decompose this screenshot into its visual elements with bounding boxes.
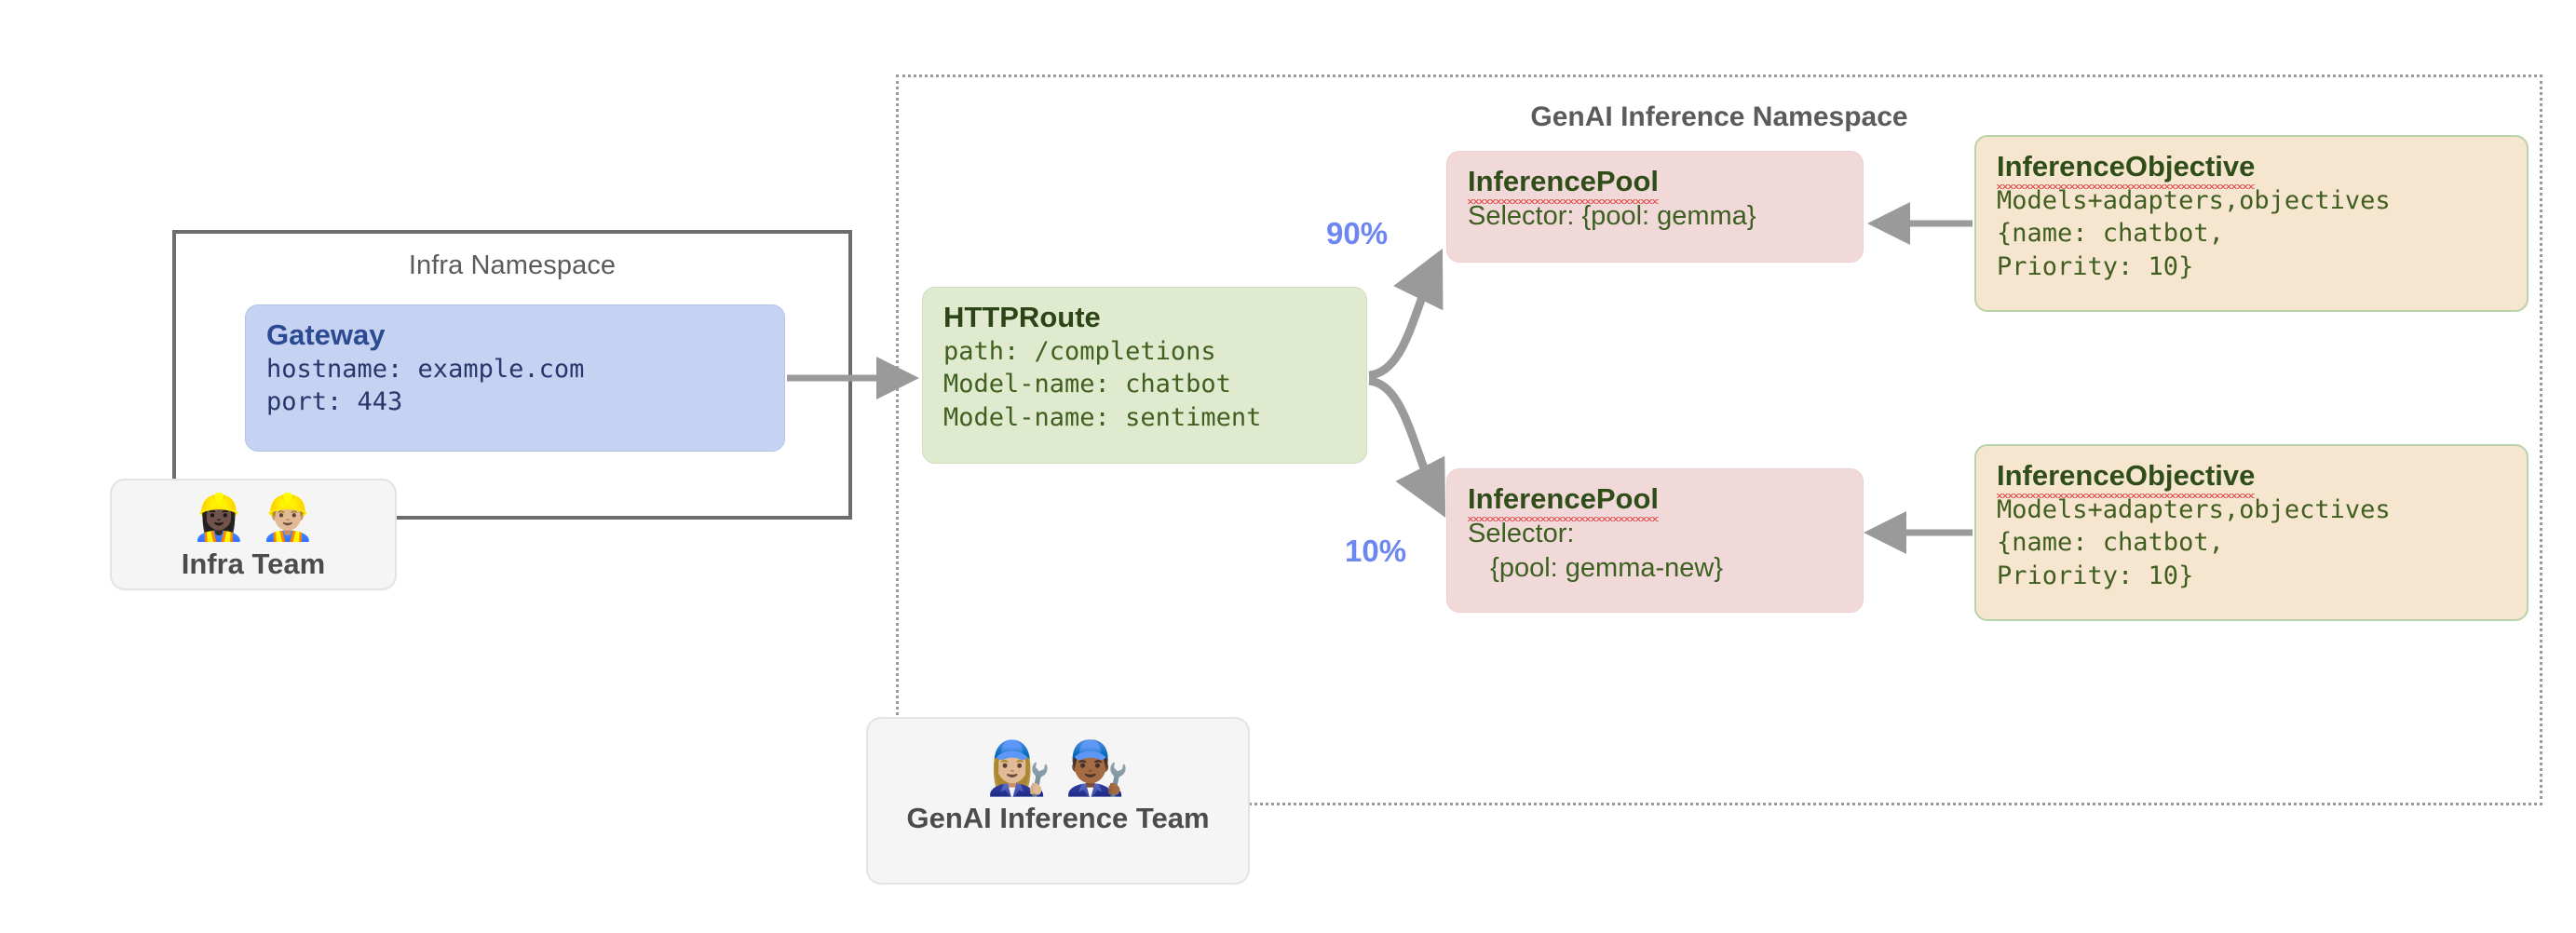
inferencepool-gemma-new-selector-value: {pool: gemma-new} bbox=[1468, 553, 1724, 584]
inferenceobjective-bottom-title: InferenceObjective bbox=[1997, 459, 2508, 498]
httproute-model-name-sentiment: Model-name: sentiment bbox=[943, 402, 1262, 432]
gateway-port: port: 443 bbox=[266, 387, 403, 417]
inferenceobjective-bottom-priority: Priority: 10} bbox=[1997, 561, 2194, 590]
inferenceobjective-top-models: Models+adapters,objectives bbox=[1997, 185, 2391, 215]
inferenceobjective-bottom-models: Models+adapters,objectives bbox=[1997, 494, 2391, 524]
infra-team-card[interactable]: 👷🏿‍♀️👷🏼‍♂️ Infra Team bbox=[110, 479, 397, 590]
gateway-title: Gateway bbox=[266, 318, 386, 351]
httproute-path: path: /completions bbox=[943, 336, 1216, 366]
httproute-title: HTTPRoute bbox=[943, 301, 1101, 333]
inferencepool-gemma-title: InferencePool bbox=[1468, 165, 1844, 204]
inferenceobjective-top-priority: Priority: 10} bbox=[1997, 251, 2194, 281]
inferenceobjective-top-name: {name: chatbot, bbox=[1997, 219, 2224, 249]
inferencepool-gemma-new-node[interactable]: InferencePool Selector: {pool: gemma-new… bbox=[1446, 468, 1864, 613]
inferencepool-gemma-new-selector: Selector: bbox=[1468, 518, 1575, 548]
inferenceobjective-top-node[interactable]: InferenceObjective Models+adapters,objec… bbox=[1974, 135, 2529, 312]
infra-namespace-label: Infra Namespace bbox=[408, 250, 617, 280]
genai-inference-team-card[interactable]: 👩🏼‍🔧👨🏾‍🔧 GenAI Inference Team bbox=[866, 717, 1250, 885]
genai-namespace-label: GenAI Inference Namespace bbox=[1530, 101, 1908, 132]
genai-inference-team-label: GenAI Inference Team bbox=[906, 801, 1210, 834]
infra-team-label: Infra Team bbox=[181, 548, 326, 581]
inferencepool-gemma-selector: Selector: {pool: gemma} bbox=[1468, 200, 1756, 231]
traffic-weight-90-label: 90% bbox=[1326, 216, 1389, 250]
genai-namespace-container: GenAI Inference Namespace bbox=[896, 74, 2542, 805]
inferencepool-gemma-node[interactable]: InferencePool Selector: {pool: gemma} bbox=[1446, 151, 1864, 263]
httproute-model-name-chatbot: Model-name: chatbot bbox=[943, 370, 1231, 399]
spellcheck-underline-text: InferencePool bbox=[1468, 482, 1659, 521]
gateway-hostname: hostname: example.com bbox=[266, 354, 585, 384]
mechanic-icon: 👩🏼‍🔧👨🏾‍🔧 bbox=[986, 738, 1143, 797]
spellcheck-underline-text: InferenceObjective bbox=[1997, 459, 2256, 498]
inferenceobjective-bottom-node[interactable]: InferenceObjective Models+adapters,objec… bbox=[1974, 444, 2529, 621]
inferenceobjective-top-title: InferenceObjective bbox=[1997, 150, 2508, 189]
spellcheck-underline-text: InferenceObjective bbox=[1997, 150, 2256, 189]
httproute-node[interactable]: HTTPRoute path: /completions Model-name:… bbox=[922, 287, 1367, 464]
inferenceobjective-bottom-name: {name: chatbot, bbox=[1997, 528, 2224, 558]
spellcheck-underline-text: InferencePool bbox=[1468, 165, 1659, 204]
inferencepool-gemma-new-title: InferencePool bbox=[1468, 482, 1844, 521]
construction-worker-icon: 👷🏿‍♀️👷🏼‍♂️ bbox=[191, 494, 329, 543]
traffic-weight-10-label: 10% bbox=[1345, 534, 1407, 568]
gateway-node[interactable]: Gateway hostname: example.com port: 443 bbox=[245, 304, 785, 452]
